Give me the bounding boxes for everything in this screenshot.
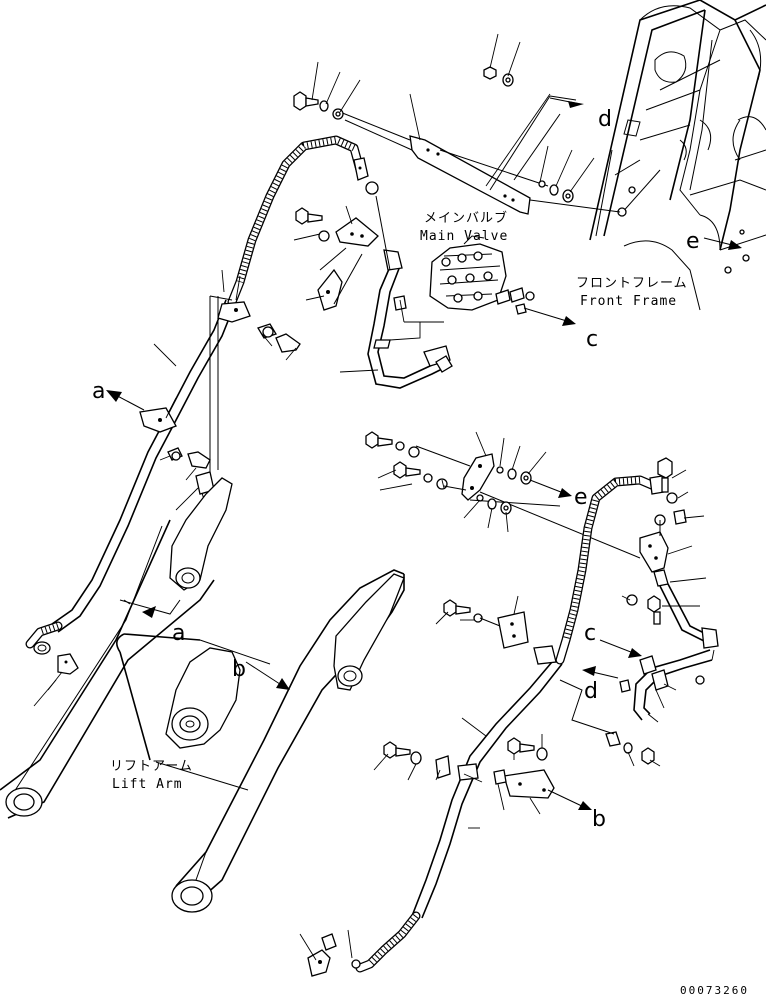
hose-right [555, 475, 665, 665]
label-front-frame: フロントフレーム Front Frame [576, 276, 688, 309]
front-frame [589, 0, 766, 311]
letter-c-top: c [586, 327, 598, 352]
arrow-d-lower [582, 666, 619, 679]
main-valve-en: Main Valve [420, 229, 508, 244]
leader-lines-right [299, 431, 715, 961]
lift-arm [0, 477, 405, 913]
clamp-left-top [217, 301, 301, 353]
letter-e-mid: e [574, 485, 588, 510]
arrow-c-top [523, 307, 576, 326]
tube-center [365, 181, 453, 389]
drawing-code: 00073260 [680, 984, 749, 997]
arrow-e-mid [529, 479, 572, 498]
hose-right-lower [307, 911, 421, 977]
arrow-b-lower [547, 789, 592, 810]
letter-a-upper: a [92, 379, 105, 404]
letter-e-frame: e [686, 229, 700, 254]
clamp-left-mid [139, 407, 211, 469]
letter-b-arm: b [232, 657, 246, 682]
tube-right-cd [559, 649, 713, 765]
label-lift-arm: リフトアーム Lift Arm [110, 759, 193, 792]
front-frame-jp: フロントフレーム [576, 276, 688, 291]
hose-left-lower [25, 621, 79, 675]
arrow-d-top [549, 97, 584, 108]
main-valve-jp: メインバルブ [424, 210, 508, 226]
main-valve [429, 235, 535, 315]
clamp-right-lower [383, 737, 555, 799]
bracket-right-top [626, 457, 719, 685]
hose-left-upper [227, 135, 369, 307]
front-frame-en: Front Frame [580, 294, 677, 309]
arrow-a-upper [106, 390, 145, 411]
arrow-c-lower [599, 639, 642, 658]
letter-d-top: d [598, 107, 612, 132]
letter-c-lower: c [584, 621, 596, 646]
connection-letters: d c e a a b e c d b [92, 107, 700, 832]
label-main-valve: メインバルブ Main Valve [420, 210, 508, 244]
leader-lines-center [33, 205, 444, 707]
letter-b-lower: b [592, 807, 606, 832]
leader-lines-top [311, 33, 595, 193]
bracket-fasteners [293, 66, 574, 203]
bracket-right-upper [365, 431, 641, 559]
clamp-right-mid [443, 599, 557, 665]
arrow-e-frame [703, 237, 742, 250]
valve-bracket-bar [339, 111, 621, 215]
lift-arm-jp: リフトアーム [110, 759, 193, 774]
lift-arm-en: Lift Arm [112, 777, 183, 792]
letter-a-lower: a [172, 621, 185, 646]
tube-boom-left [51, 299, 235, 633]
bracket-center [295, 207, 379, 311]
letter-d-lower: d [584, 679, 598, 704]
